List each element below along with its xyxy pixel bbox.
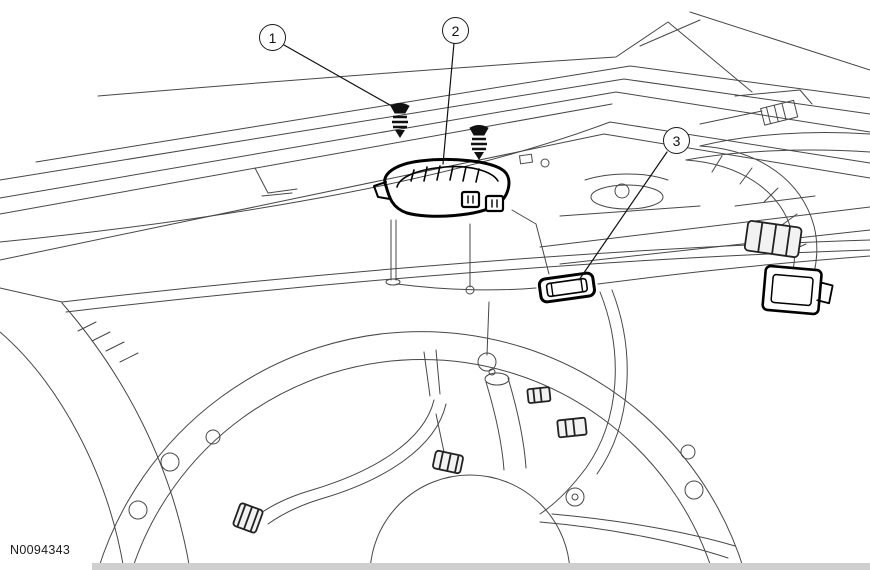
harness-clip-2 [556,416,588,439]
harness-connector-center [432,449,464,475]
connector-item-3 [537,271,596,304]
rear-deck-details [254,89,813,217]
callout-2-label: 2 [451,22,460,39]
callout-2: 2 [442,17,469,44]
spare-tire-well [0,301,745,570]
bottom-edge-strip [92,563,870,570]
harness-connectors [232,220,803,534]
harness-connector-left [232,502,264,534]
leader-lines [283,42,668,281]
right-connector-lower [761,264,834,316]
push-pin-2 [469,125,489,160]
right-connector-upper [743,220,803,259]
figure-id-label: N0094343 [10,543,71,557]
push-pin-1 [390,103,410,138]
body-panel-lines [0,11,870,313]
callout-3: 3 [663,127,690,154]
module-item-2 [373,158,511,218]
callout-1-label: 1 [268,29,277,46]
callout-1: 1 [259,24,286,51]
leader-line-2 [442,42,455,165]
leader-line-3 [578,151,668,281]
callout-3-label: 3 [672,132,681,149]
mounting-posts [385,209,550,295]
wiring-harness [253,289,736,559]
leader-line-1 [283,44,398,110]
harness-clip-1 [526,386,552,404]
